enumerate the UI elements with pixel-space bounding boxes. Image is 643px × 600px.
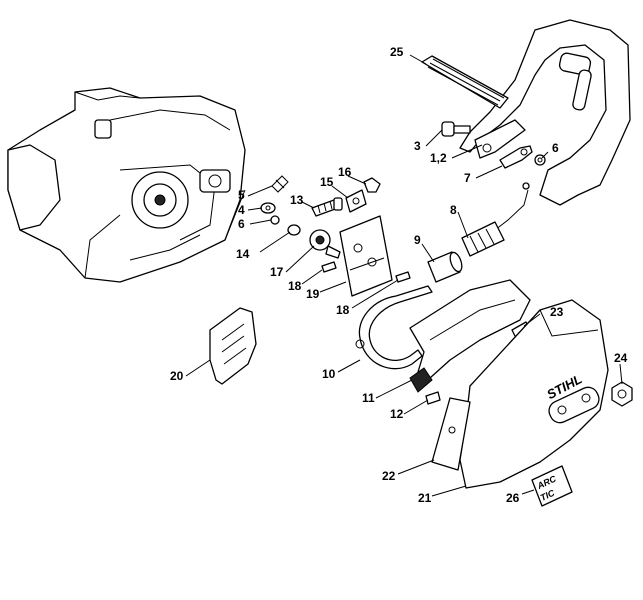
part-18-bolt-a	[321, 261, 337, 273]
callout-25: 25	[390, 45, 404, 59]
part-17-gear	[309, 229, 341, 259]
part-20-cover-plate	[209, 307, 257, 385]
callout-21: 21	[418, 491, 432, 505]
part-14-oring	[287, 224, 301, 236]
leader-lines	[185, 54, 623, 497]
callout-18-a: 18	[288, 279, 302, 293]
callout-5: 5	[238, 188, 245, 202]
callout-13: 13	[290, 193, 304, 207]
part-5-clip	[271, 175, 289, 193]
callout-10: 10	[322, 367, 336, 381]
callout-labels: 25 3 1,2 6 7 5 4 6 16 15 13 8 14 9 17 18…	[170, 45, 628, 505]
part-11-bracket	[409, 279, 531, 393]
callout-3: 3	[414, 139, 421, 153]
callout-26: 26	[506, 491, 520, 505]
callout-24: 24	[614, 351, 628, 365]
part-4-washer	[260, 202, 276, 214]
part-19-plate	[339, 215, 393, 297]
callout-23: 23	[550, 305, 564, 319]
part-10-brake-band	[355, 285, 433, 370]
callout-6-right: 6	[552, 141, 559, 155]
callout-16: 16	[338, 165, 352, 179]
part-9-sleeve	[427, 251, 463, 283]
callout-8: 8	[450, 203, 457, 217]
part-13-screw	[311, 197, 343, 217]
callout-20: 20	[170, 369, 184, 383]
callout-6-left: 6	[238, 217, 245, 231]
part-12-screw	[425, 391, 441, 405]
callout-1-2: 1,2	[430, 151, 447, 165]
engine-housing	[7, 87, 246, 283]
hand-guard	[459, 19, 631, 206]
part-25-pad	[421, 55, 509, 109]
part-15-bracket	[345, 189, 367, 213]
part-7-lever	[499, 145, 533, 169]
callout-11: 11	[362, 391, 375, 405]
part-8-spring	[461, 182, 530, 257]
callout-17: 17	[270, 265, 284, 279]
part-22-plate	[431, 397, 471, 471]
callout-15: 15	[320, 175, 334, 189]
callout-22: 22	[382, 469, 396, 483]
part-16-nut	[363, 177, 381, 193]
part-6-left-ring	[270, 215, 280, 225]
callout-14: 14	[236, 247, 250, 261]
part-3-screw	[441, 121, 471, 137]
callout-19: 19	[306, 287, 320, 301]
callout-9: 9	[414, 233, 421, 247]
callout-12: 12	[390, 407, 404, 421]
callout-4: 4	[238, 203, 245, 217]
callout-18-b: 18	[336, 303, 350, 317]
part-26-decal: ARC TIC	[531, 465, 573, 507]
callout-7: 7	[464, 171, 471, 185]
part-24-nut	[611, 381, 633, 407]
